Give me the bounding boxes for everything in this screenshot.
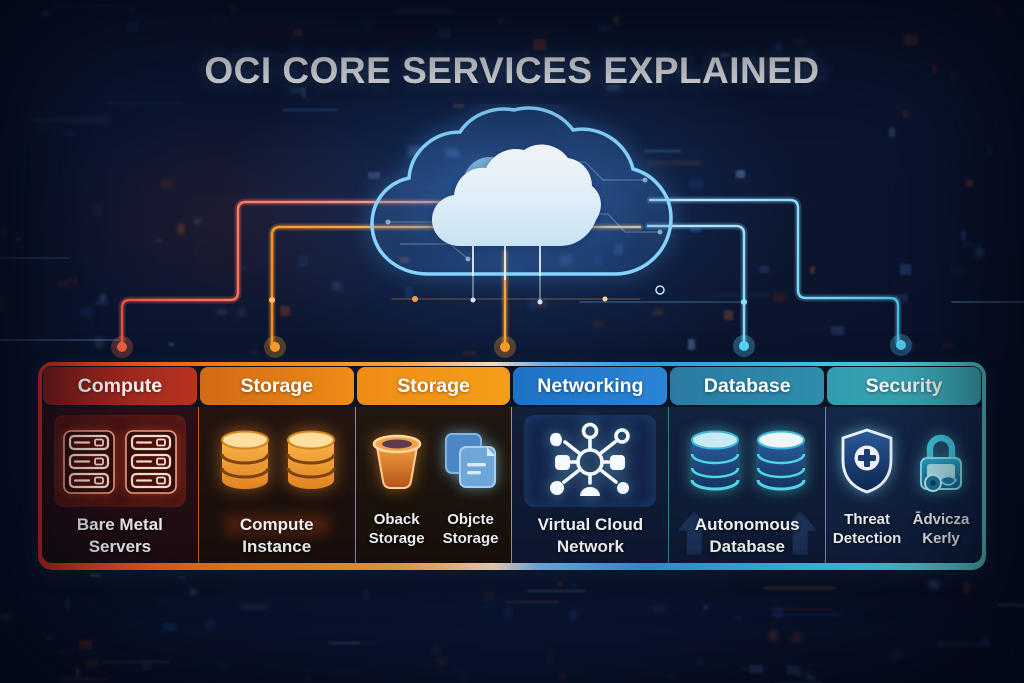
padlock-key-icon (920, 434, 963, 492)
cell-networking: Virtual Cloud Network (511, 407, 669, 563)
security-item-threat: Threat Detection (830, 419, 904, 548)
label-objcte-storage: Objcte Storage (442, 511, 499, 548)
line-to-compute (120, 200, 567, 346)
table-header-row: Compute Storage Storage Networking Datab… (42, 366, 982, 405)
bucket-icon (372, 434, 421, 489)
header-storage-1: Storage (199, 367, 354, 405)
network-topology-icon (550, 422, 631, 496)
storage-item-object: Objcte Storage (434, 419, 508, 548)
header-security: Security (827, 367, 981, 405)
header-database: Database (670, 367, 825, 405)
label-oback-storage: Oback Storage (368, 511, 425, 548)
cell-compute-instance: Compute Instance (197, 407, 355, 563)
label-compute-instance: Compute Instance (239, 515, 314, 556)
connector-node-dots (111, 201, 912, 358)
cell-compute: Bare Metal Servers (42, 407, 198, 563)
server-rack-icon (63, 430, 115, 494)
security-item-access: Ādvicza Kerly (904, 419, 978, 548)
label-autonomous-database: Autonomous Database (694, 515, 800, 556)
inner-cloud (432, 144, 601, 246)
cell-database: Autonomous Database (668, 407, 826, 563)
label-virtual-cloud-network: Virtual Cloud Network (537, 515, 644, 556)
cell-security: Threat Detection (825, 407, 982, 563)
storage-item-bucket: Oback Storage (360, 419, 434, 548)
label-advicza-kerly: Ādvicza Kerly (912, 511, 970, 548)
line-to-storage1 (270, 225, 642, 346)
cloud-icon (370, 106, 673, 280)
database-cylinders-gold-icon (220, 430, 336, 489)
database-cylinders-teal-icon (690, 430, 806, 491)
services-table: Compute Storage Storage Networking Datab… (38, 362, 986, 570)
label-bare-metal-servers: Bare Metal Servers (76, 515, 163, 556)
header-networking: Networking (513, 367, 668, 405)
server-rack-icon (125, 430, 177, 494)
header-storage-2: Storage (356, 367, 511, 405)
cell-object-storage: Oback Storage (354, 407, 512, 563)
blurred-ghost-text (223, 515, 330, 535)
document-copy-icon (444, 433, 496, 488)
label-threat-detection: Threat Detection (832, 511, 902, 548)
table-body-row: Bare Metal Servers (42, 407, 982, 563)
header-compute: Compute (43, 367, 197, 405)
shield-cross-icon (841, 428, 893, 494)
services-table-inner: Compute Storage Storage Networking Datab… (42, 366, 982, 563)
line-to-database (646, 224, 746, 344)
line-to-security (648, 198, 900, 344)
page-title: OCI CORE SERVICES EXPLAINED (204, 50, 820, 91)
